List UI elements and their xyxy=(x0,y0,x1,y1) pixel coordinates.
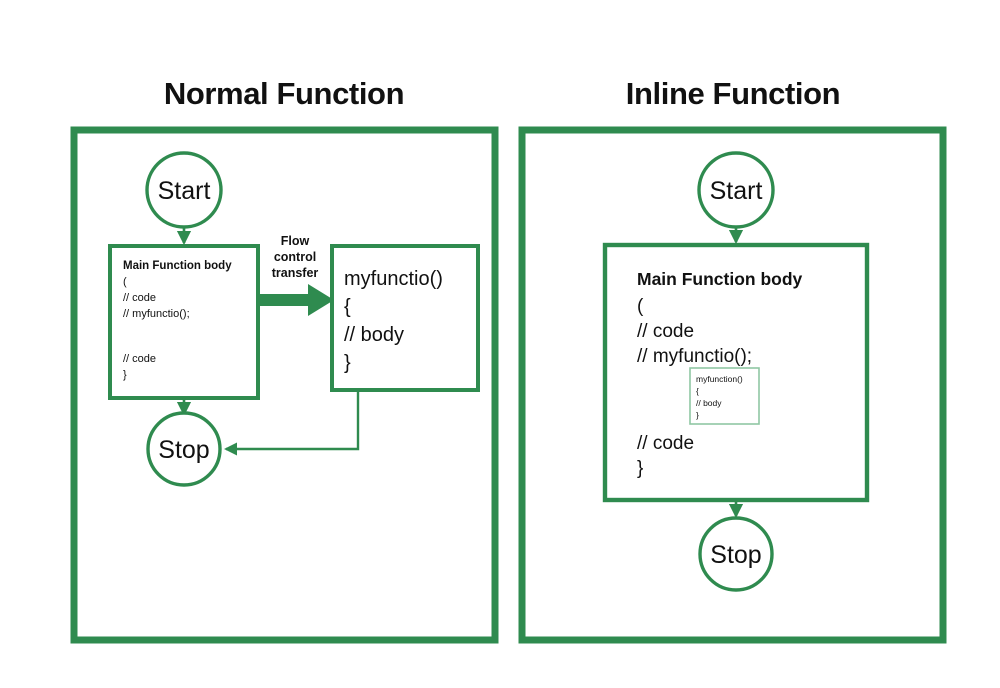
start-label: Start xyxy=(158,177,211,205)
main-box-line-6: } xyxy=(123,369,127,381)
panel-frame-normal xyxy=(70,126,499,644)
flow-control-transfer-label: Flow control transfer xyxy=(272,234,319,280)
panel-normal-function: Normal Function Start Main Function body… xyxy=(70,76,499,644)
flow-label-line-2: transfer xyxy=(272,266,319,280)
panel-inline-function: Inline Function Start Main Function body… xyxy=(518,76,947,644)
function-box-line-2: // body xyxy=(344,324,404,346)
flow-transfer-arrow xyxy=(258,284,334,316)
start-circle xyxy=(697,151,775,229)
main-box-header: Main Function body xyxy=(123,260,232,272)
flow-arrow-head xyxy=(308,284,334,316)
panel-frame-inline xyxy=(518,126,947,644)
inline-box-line-3: } xyxy=(696,410,699,420)
flow-label-line-1: control xyxy=(274,250,316,264)
main-function-body-box-inline: Main Function body ( // code // myfuncti… xyxy=(602,242,870,503)
stop-circle xyxy=(698,516,774,592)
inline-box-line-0: myfunction() xyxy=(696,374,743,384)
function-box-line-3: } xyxy=(344,352,351,374)
main-box-line-after-0: // code xyxy=(637,433,694,454)
inline-box-line-2: // body xyxy=(696,398,722,408)
return-path-normal xyxy=(224,390,360,456)
function-box-outline xyxy=(330,244,480,392)
main-box-outline xyxy=(108,244,260,400)
stop-circle xyxy=(146,411,222,487)
panel-title-normal-function: Normal Function xyxy=(164,76,404,111)
main-box-line-0: ( xyxy=(123,276,127,288)
stop-node-inline: Stop xyxy=(698,516,774,592)
stop-label: Stop xyxy=(158,436,209,464)
main-box-line-before-2: // myfunctio(); xyxy=(637,346,752,367)
main-box-line-before-0: ( xyxy=(637,296,644,317)
stop-label: Stop xyxy=(710,541,761,569)
inlined-function-box: myfunction() { // body } xyxy=(689,367,760,425)
start-label: Start xyxy=(710,177,763,205)
main-box-line-2: // myfunctio(); xyxy=(123,308,190,320)
main-box-line-after-1: } xyxy=(637,458,643,479)
main-box-header: Main Function body xyxy=(637,269,803,289)
main-function-body-box-normal: Main Function body ( // code // myfuncti… xyxy=(108,244,260,400)
inline-box-line-1: { xyxy=(696,386,699,396)
main-box-line-1: // code xyxy=(123,292,156,304)
main-box-line-before-1: // code xyxy=(637,321,694,342)
stop-node-normal: Stop xyxy=(146,411,222,487)
inline-box-outline xyxy=(689,367,760,425)
flow-label-line-0: Flow xyxy=(281,234,310,248)
function-box-line-0: myfunctio() xyxy=(344,268,443,290)
start-node-inline: Start xyxy=(697,151,775,229)
main-box-line-5: // code xyxy=(123,353,156,365)
start-node-normal: Start xyxy=(145,151,223,229)
function-box-line-1: { xyxy=(344,296,351,318)
panel-title-inline-function: Inline Function xyxy=(626,76,840,111)
flow-arrow-shaft xyxy=(258,294,310,306)
start-circle xyxy=(145,151,223,229)
called-function-box-normal: myfunctio() { // body } xyxy=(330,244,480,392)
